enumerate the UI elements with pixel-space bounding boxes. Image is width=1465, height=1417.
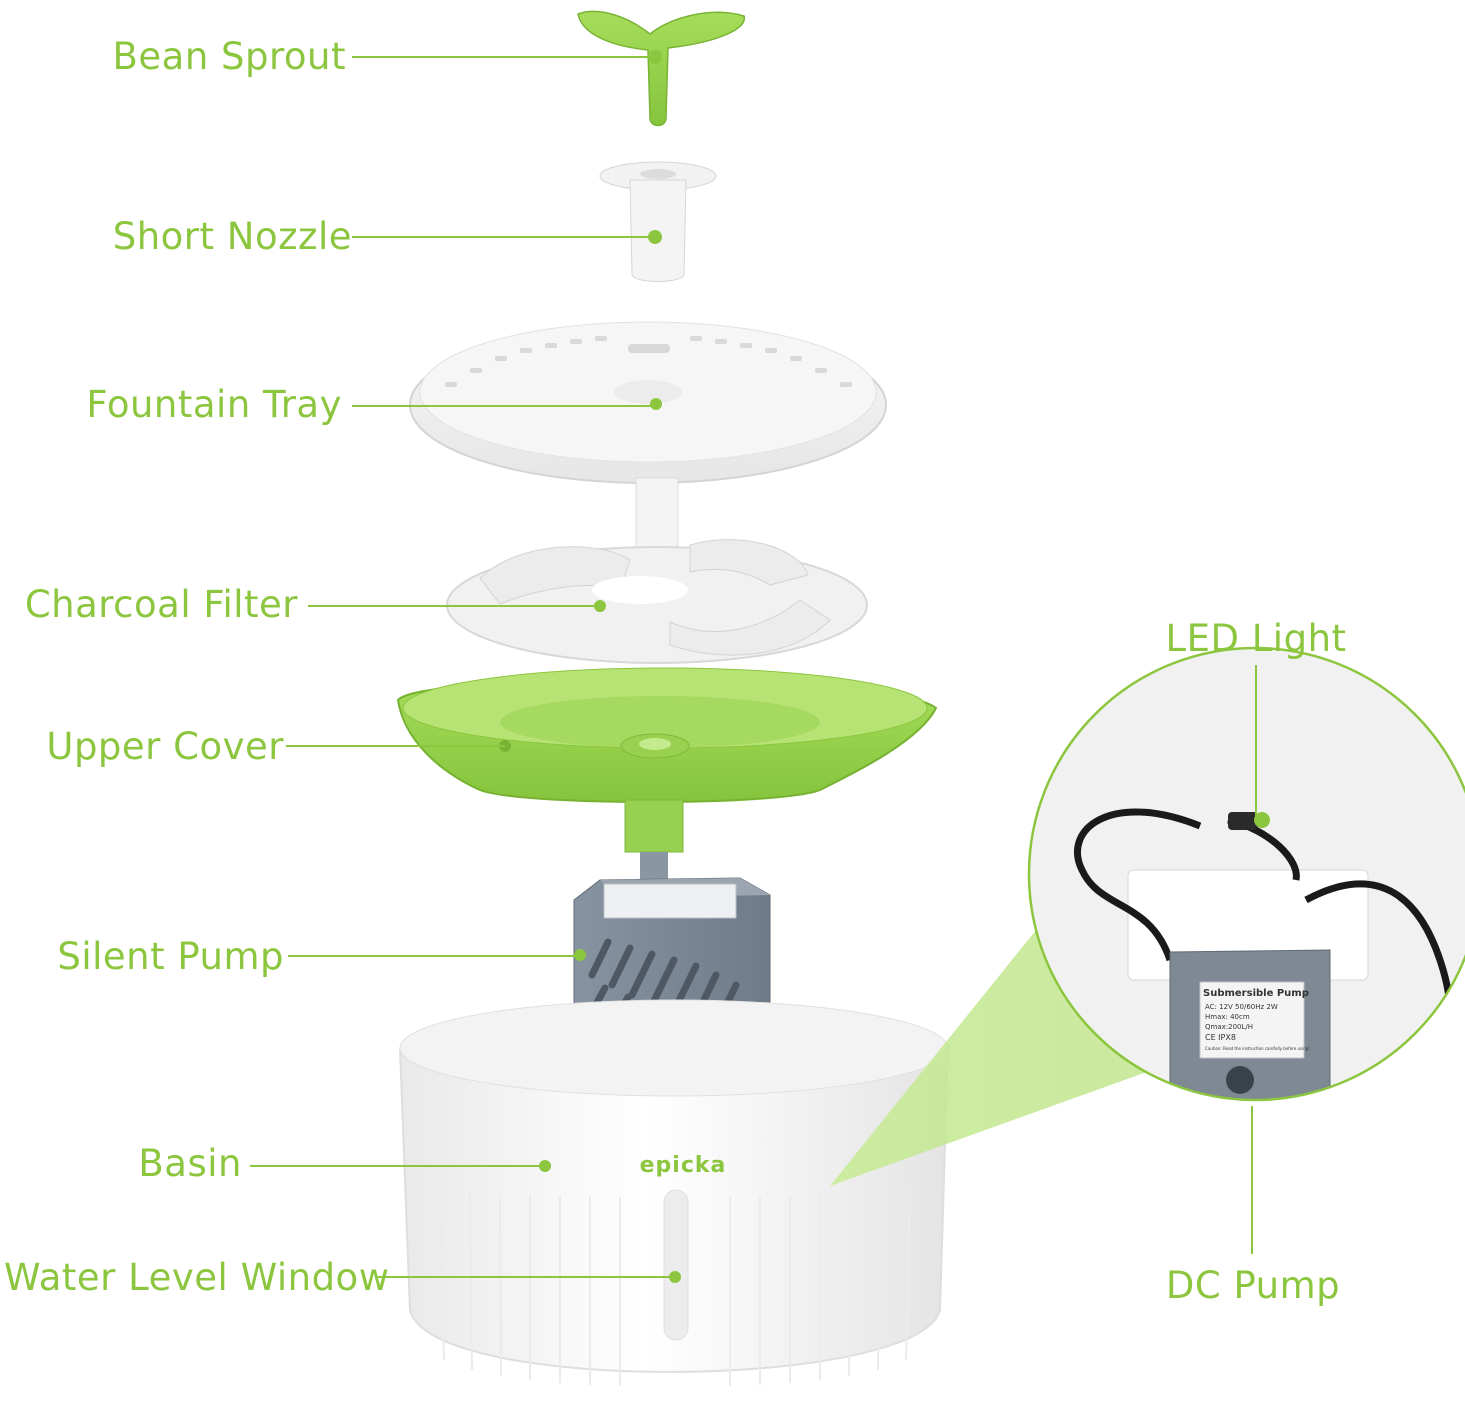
short-nozzle-part xyxy=(599,161,717,282)
label-charcoal-filter: Charcoal Filter xyxy=(24,583,298,626)
label-dc-pump: DC Pump xyxy=(1165,1264,1341,1307)
upper-cover-part xyxy=(396,667,938,853)
pump-plate-line5: Caution: Read the instruction carefully … xyxy=(1205,1046,1310,1051)
basin-part xyxy=(398,999,950,1386)
label-short-nozzle: Short Nozzle xyxy=(112,215,352,258)
charcoal-filter-part xyxy=(446,539,868,664)
zoom-detail-circle xyxy=(1027,646,1465,1102)
fountain-tray-part xyxy=(409,321,887,575)
leader-lines xyxy=(250,50,1257,1278)
leader-dot-short-nozzle xyxy=(648,230,662,244)
brand-logo: epicka xyxy=(640,1153,727,1178)
pump-plate-line1: AC: 12V 50/60Hz 2W xyxy=(1205,1003,1278,1011)
pump-plate-title: Submersible Pump xyxy=(1203,988,1309,999)
label-bean-sprout: Bean Sprout xyxy=(112,35,346,78)
label-led-light: LED Light xyxy=(1165,617,1347,660)
leader-dot-bean-sprout xyxy=(648,50,662,64)
pump-plate-line4: CE IPX8 xyxy=(1205,1033,1236,1042)
label-silent-pump: Silent Pump xyxy=(57,935,284,978)
label-water-level-window: Water Level Window xyxy=(4,1256,390,1299)
pump-plate-line2: Hmax: 40cm xyxy=(1205,1013,1250,1021)
label-basin: Basin xyxy=(138,1142,242,1185)
pump-plate-line3: Qmax:200L/H xyxy=(1205,1023,1253,1031)
pump-nameplate: Submersible Pump AC: 12V 50/60Hz 2W Hmax… xyxy=(1203,988,1310,1051)
label-upper-cover: Upper Cover xyxy=(46,725,284,768)
bean-sprout-part xyxy=(577,10,745,127)
label-fountain-tray: Fountain Tray xyxy=(86,383,342,426)
